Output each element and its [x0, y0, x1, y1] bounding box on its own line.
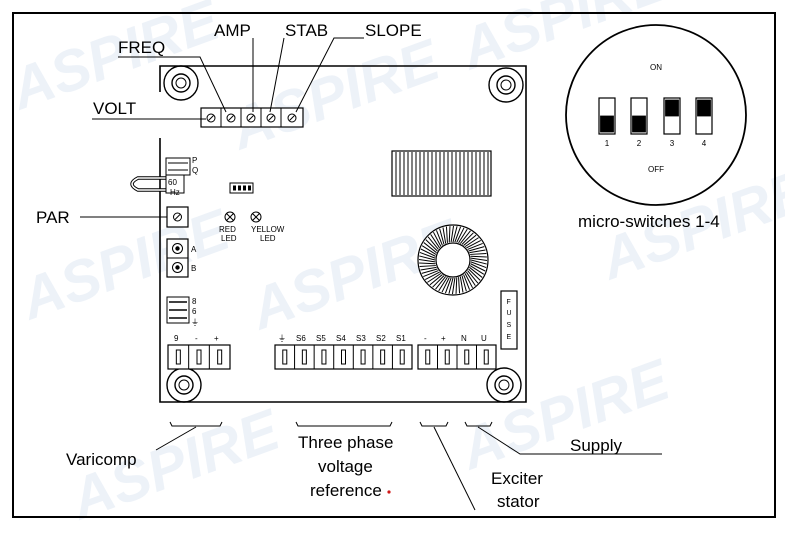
label-hz-value: 60 — [168, 178, 177, 187]
dip-switch-3: 3 — [663, 97, 681, 148]
red-led: RED LED — [219, 211, 237, 243]
label-volt: VOLT — [93, 99, 136, 118]
label-yellow-led-2: LED — [260, 234, 276, 243]
leader-supply — [477, 426, 662, 455]
ref-term-ground: ⏚ — [278, 334, 286, 343]
label-red-led-1: RED — [219, 225, 236, 234]
label-exciter-2: stator — [497, 492, 540, 511]
label-red-led-2: LED — [221, 234, 237, 243]
dip-switches: 1 2 3 4 — [598, 97, 713, 148]
vari-term-plus: + — [214, 334, 219, 343]
mounting-hole-top-right — [488, 67, 524, 103]
ref-term-s4: S4 — [336, 334, 346, 343]
toroidal-transformer — [417, 224, 489, 296]
label-varicomp: Varicomp — [66, 450, 137, 469]
outer-frame — [12, 12, 776, 518]
label-three-phase-2: voltage — [318, 457, 373, 476]
label-fuse-s: S — [507, 322, 512, 329]
jumper-8-6: 8 6 ⏚ — [166, 296, 199, 327]
inset-circle — [565, 24, 747, 206]
vari-term-9: 9 — [174, 334, 179, 343]
label-yellow-led-1: YELLOW — [251, 225, 285, 234]
leader-exciter — [433, 426, 476, 511]
varicomp-terminal-block — [167, 344, 231, 370]
label-pin-8: 8 — [192, 297, 197, 306]
dip-number-4: 4 — [702, 139, 707, 148]
bottom-brackets — [155, 421, 662, 511]
ab-terminals: A B — [166, 238, 197, 278]
pot-stab — [266, 113, 276, 123]
label-q: Q — [192, 166, 198, 175]
bracket-voltage-ref — [295, 421, 393, 427]
label-slope: SLOPE — [365, 21, 422, 40]
sup-term-n: N — [461, 334, 467, 343]
watermark-2: ASPIRE — [220, 26, 449, 162]
label-freq: FREQ — [118, 38, 165, 57]
micro-switch-inset: ON OFF 1 2 3 4 — [565, 24, 747, 206]
potentiometer-row — [200, 107, 304, 128]
dip-number-3: 3 — [670, 139, 675, 148]
dip-number-1: 1 — [605, 139, 610, 148]
exciter-supply-terminal-block — [417, 344, 497, 370]
mounting-hole-top-left — [163, 65, 199, 101]
heatsink — [391, 150, 492, 197]
pq-jumper: P Q — [165, 156, 198, 176]
mounting-hole-bottom-left — [166, 367, 202, 403]
pot-amp — [246, 113, 256, 123]
fuse: F U S E — [500, 290, 518, 350]
label-b: B — [191, 264, 196, 273]
bracket-exciter — [419, 421, 449, 427]
mounting-holes — [163, 65, 524, 403]
ref-term-s5: S5 — [316, 334, 326, 343]
red-mark — [387, 490, 391, 494]
pot-par — [166, 206, 189, 228]
label-exciter-1: Exciter — [491, 469, 543, 488]
label-three-phase-1: Three phase — [298, 433, 393, 452]
bracket-varicomp — [169, 421, 223, 427]
label-fuse-e: E — [507, 334, 512, 341]
ref-term-s2: S2 — [376, 334, 386, 343]
vari-term-minus: - — [195, 334, 198, 343]
pot-leader-lines — [92, 37, 364, 120]
pot-slope — [287, 113, 297, 123]
label-fuse-f: F — [507, 299, 511, 306]
voltage-ref-terminal-block — [274, 344, 413, 370]
leader-varicomp — [155, 426, 197, 451]
pot-freq — [226, 113, 236, 123]
ref-term-s6: S6 — [296, 334, 306, 343]
ref-term-s3: S3 — [356, 334, 366, 343]
sup-term-u: U — [481, 334, 487, 343]
label-pin-ground: ⏚ — [191, 318, 199, 327]
yellow-led: YELLOW LED — [250, 211, 285, 243]
label-amp: AMP — [214, 21, 251, 40]
label-stab: STAB — [285, 21, 328, 40]
ref-term-s1: S1 — [396, 334, 406, 343]
dip-number-2: 2 — [637, 139, 642, 148]
dip-switch-2: 2 — [630, 97, 648, 148]
label-par: PAR — [36, 208, 70, 227]
mounting-hole-bottom-right — [486, 367, 522, 403]
label-a: A — [191, 245, 197, 254]
exc-term-plus: + — [441, 334, 446, 343]
label-p: P — [192, 156, 197, 165]
label-three-phase-3: reference — [310, 481, 382, 500]
dip-switch-1: 1 — [598, 97, 616, 148]
label-hz-unit: Hz — [170, 188, 180, 197]
label-dip-on: ON — [650, 63, 662, 72]
label-supply: Supply — [570, 436, 622, 455]
exc-term-minus: - — [424, 334, 427, 343]
small-connector — [229, 182, 254, 194]
label-fuse-u: U — [507, 310, 512, 317]
label-micro-switches: micro-switches 1-4 — [578, 212, 720, 231]
bracket-supply — [464, 421, 493, 427]
dip-switch-4: 4 — [695, 97, 713, 148]
board-outline — [159, 65, 527, 403]
label-pin-6: 6 — [192, 307, 197, 316]
pot-volt — [206, 113, 216, 123]
label-dip-off: OFF — [648, 165, 664, 174]
hz-jumper: 60 Hz — [130, 174, 185, 197]
